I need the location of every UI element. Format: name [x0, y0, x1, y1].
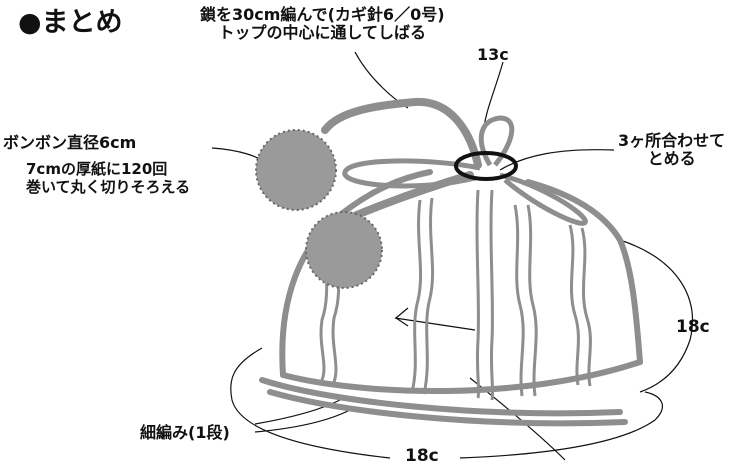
band-line-1 [259, 377, 623, 417]
arc-bottom-right [459, 391, 663, 459]
stripe [422, 197, 435, 395]
leader-lines [211, 51, 615, 461]
bottom-18c-label: 18c [405, 446, 439, 466]
chain-note-line1: 鎖を30cm編んで(カギ針6／0号) [200, 5, 445, 24]
chain-note: 鎖を30cm編んで(カギ針6／0号) トップの中心に通してしばる [200, 5, 445, 43]
loop-top [478, 115, 515, 167]
stripe [580, 227, 592, 387]
loop-right [499, 172, 588, 226]
arc-side-18c [619, 239, 694, 393]
pompom-card-note: 7cmの厚紙に120回 巻いて丸く切りそろえる [26, 160, 190, 196]
leader-band-2 [254, 409, 351, 433]
card-note-line2: 巻いて丸く切りそろえる [26, 178, 191, 196]
clasp-note-line2: とめる [647, 149, 696, 169]
band-line-2 [267, 389, 628, 427]
chain-note-line2: トップの中心に通してしばる [218, 23, 427, 43]
stripe [568, 224, 580, 386]
top-loops [342, 115, 588, 226]
direction-arrow-line [394, 317, 476, 331]
pompom-lower-fringe [305, 211, 383, 289]
top-13c-label: 13c [477, 45, 509, 64]
stripe [526, 204, 538, 397]
clasp-ring [454, 151, 518, 181]
pompom-upper [256, 130, 336, 210]
pompom-size-label: ボンボン直径6cm [3, 133, 137, 152]
hat-right-outline [525, 179, 643, 365]
direction-arrow-head [394, 307, 409, 327]
hat-stripes [319, 189, 592, 401]
side-18c-label: 18c [676, 317, 710, 337]
arc-bottom-left [230, 347, 391, 459]
dimension-arcs [230, 239, 694, 459]
stripe [475, 189, 481, 399]
chain-upper [321, 97, 482, 169]
stripe [489, 189, 495, 401]
pompom-lower [306, 212, 382, 288]
leader-clasp [499, 149, 615, 171]
clasp-note-line1: 3ヶ所合わせて [618, 131, 726, 150]
stripe [410, 199, 423, 393]
loop-left [342, 158, 481, 189]
band-label: 細編み(1段) [140, 423, 230, 442]
card-note-line1: 7cmの厚紙に120回 [26, 160, 168, 178]
clasp-note: 3ヶ所合わせて とめる [618, 131, 726, 169]
pompoms [255, 129, 383, 289]
pompom-upper-fringe [255, 129, 337, 211]
page-title: ●まとめ [18, 7, 123, 38]
stripe [513, 204, 525, 397]
